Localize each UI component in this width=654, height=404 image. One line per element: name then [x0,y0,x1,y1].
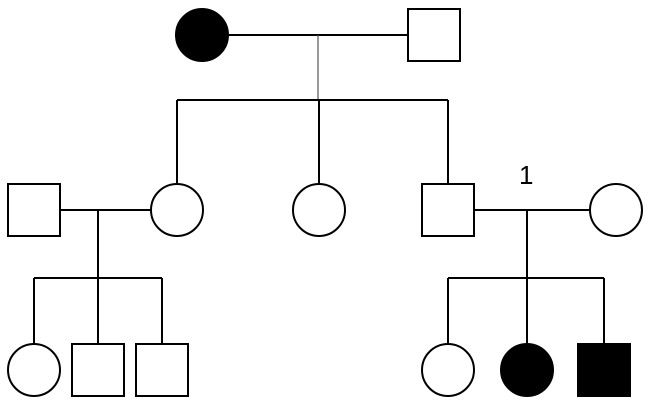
individual-iii-6-square [577,343,631,397]
individual-iii-2-square [71,343,125,397]
individual-iii-5-circle [500,343,554,397]
individual-ii-spouse-a-square [7,183,61,237]
individuals-group [7,8,643,397]
individual-iii-1-circle [7,343,61,397]
individual-ii-3-square [421,183,475,237]
individual-ii-2-circle [292,183,346,237]
individual-iii-3-square [135,343,189,397]
individual-ii-spouse-b-circle [589,183,643,237]
individual-i-2-square [407,8,461,62]
individual-ii-1-circle [150,183,204,237]
individual-iii-4-circle [421,343,475,397]
label-1: 1 [519,160,533,190]
individual-i-1-circle [175,8,229,62]
